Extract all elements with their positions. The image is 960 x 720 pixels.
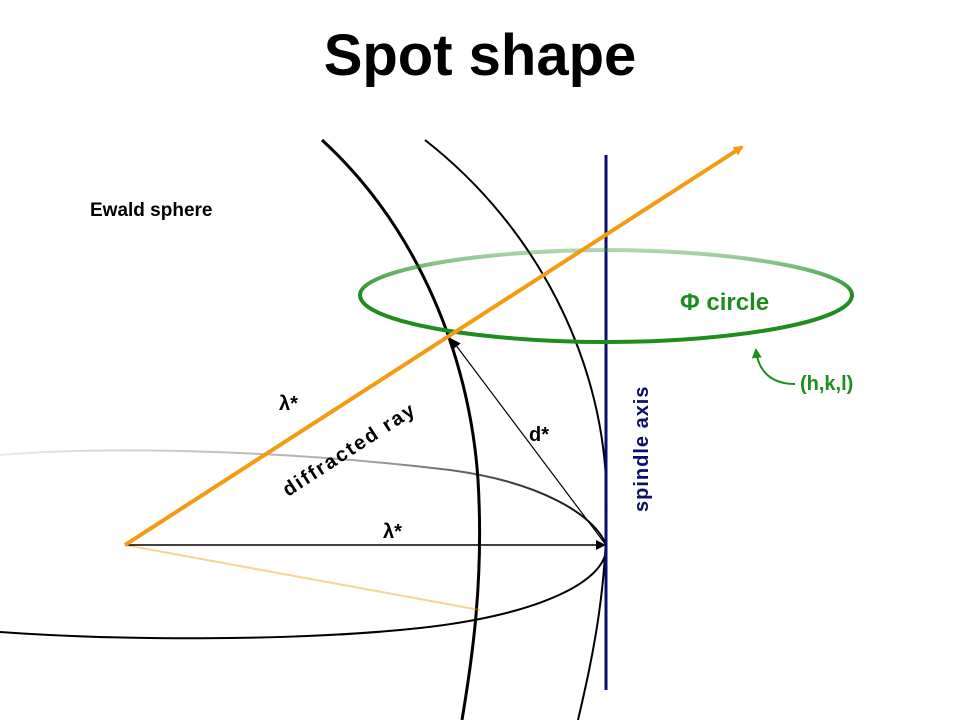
lambda-star-upper-label: λ* xyxy=(279,393,298,415)
hkl-pointer-arrow xyxy=(751,348,796,385)
ewald-sphere-arc xyxy=(320,138,482,720)
hkl-label: (h,k,l) xyxy=(800,373,853,395)
d-star-arrow xyxy=(450,338,607,546)
diffracted-ray-arrow xyxy=(123,145,744,547)
equator-ellipse-front xyxy=(0,544,608,640)
lower-ray-line xyxy=(124,544,481,611)
phi-circle-label: Φ circle xyxy=(680,289,769,316)
d-star-label: d* xyxy=(529,424,549,446)
phi-circle-front xyxy=(358,294,854,345)
phi-circle-back xyxy=(358,247,854,296)
spindle-axis-label: spindle axis xyxy=(631,386,653,513)
diffracted-ray-label: diffracted ray xyxy=(279,398,421,501)
ewald-sphere-label: Ewald sphere xyxy=(90,200,213,221)
slide-title: Spot shape xyxy=(323,23,637,88)
equator-ellipse-back xyxy=(0,449,607,546)
rotated-sphere-arc xyxy=(424,139,608,720)
lambda-star-lower-label: λ* xyxy=(383,521,402,543)
